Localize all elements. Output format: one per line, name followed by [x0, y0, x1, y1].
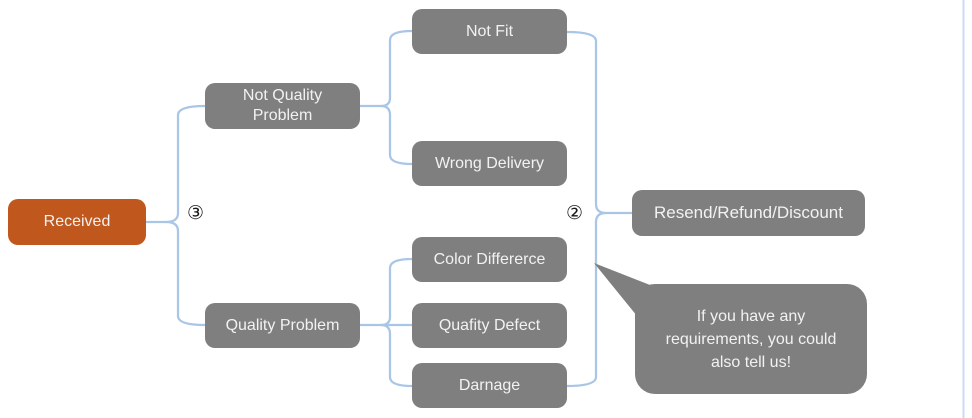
node-quality-defect-label: Quafity Defect — [438, 316, 541, 334]
node-not-fit: Not Fit — [412, 9, 567, 54]
node-wrong-delivery: Wrong Delivery — [412, 141, 567, 186]
callout-bubble: If you have any requirements, you could … — [635, 284, 867, 394]
node-not-quality-problem: Not Quality Problem — [205, 83, 360, 129]
node-not-fit-label: Not Fit — [465, 22, 514, 40]
node-resend-refund-discount-label: Resend/Refund/Discount — [653, 203, 843, 223]
node-quality-problem: Quality Problem — [205, 303, 360, 348]
node-color-difference: Color Differerce — [412, 237, 567, 282]
brace-quality — [379, 257, 414, 388]
circled-number-2: ② — [566, 202, 584, 224]
node-quality-defect: Quafity Defect — [412, 303, 567, 348]
circled-number-3: ③ — [187, 202, 205, 224]
node-resend-refund-discount: Resend/Refund/Discount — [632, 190, 865, 236]
node-not-quality-problem-label: Not Quality Problem — [242, 87, 323, 124]
node-wrong-delivery-label: Wrong Delivery — [434, 154, 545, 172]
brace-not-quality — [379, 29, 414, 166]
callout-text: If you have any requirements, you could … — [665, 307, 837, 371]
node-color-difference-label: Color Differerce — [433, 250, 546, 268]
node-received-label: Received — [43, 213, 111, 230]
node-quality-problem-label: Quality Problem — [225, 316, 340, 334]
node-received: Received — [8, 199, 146, 245]
node-damage-label: Darnage — [458, 376, 521, 394]
node-damage: Darnage — [412, 363, 567, 408]
